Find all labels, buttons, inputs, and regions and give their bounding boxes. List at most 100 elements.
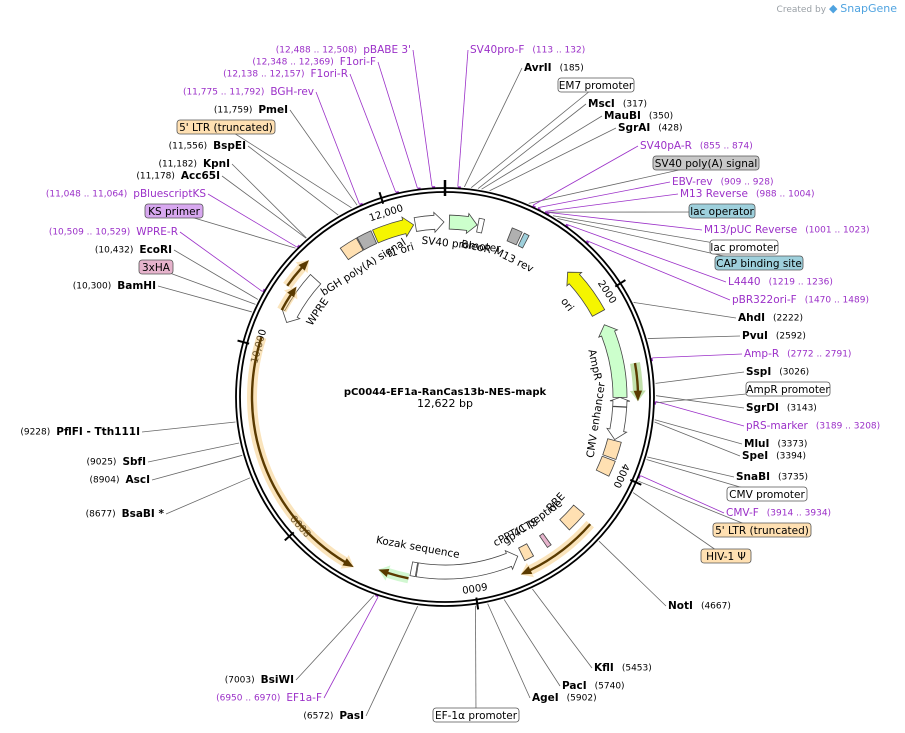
feature-cmv-promoter[interactable]: [602, 438, 622, 461]
label-pbluescriptks[interactable]: pBluescriptKS(11,048 .. 11,064): [46, 188, 206, 200]
label-amp-r-coords: (2772 .. 2791): [787, 350, 851, 360]
label-pbr322ori-f[interactable]: pBR322ori-F(1470 .. 1489): [732, 294, 869, 306]
label-ahdi[interactable]: AhdI(2222): [738, 312, 803, 324]
label-pasi[interactable]: PasI(6572): [303, 710, 364, 722]
primer-mark-label-pbluescriptks: [296, 244, 301, 249]
label-amp-r[interactable]: Amp-R(2772 .. 2791): [744, 348, 851, 360]
label-5ltr-truncated-b-text: 5' LTR (truncated): [715, 525, 809, 537]
leader-label-sgrai: [489, 127, 617, 192]
label-kfli[interactable]: KflI(5453): [594, 662, 652, 674]
feature-wpre[interactable]: [281, 273, 322, 323]
label-ks-primer[interactable]: KS primer: [144, 203, 204, 219]
label-spei[interactable]: SpeI(3394): [742, 450, 806, 462]
label-cmv-promoter-box: [726, 486, 808, 502]
label-sspi[interactable]: SspI(3026): [746, 366, 809, 378]
label-maubi[interactable]: MauBI(350): [604, 110, 673, 122]
label-5ltr-truncated[interactable]: 5' LTR (truncated): [176, 119, 276, 135]
feature-cds-outer-4[interactable]: [280, 286, 297, 311]
feature-bleor[interactable]: [476, 217, 486, 234]
label-pbr322ori-f-name: pBR322ori-F: [732, 294, 797, 306]
label-pbluescriptks-coords: (11,048 .. 11,064): [46, 190, 127, 200]
label-hiv1-psi[interactable]: HIV-1 Ψ: [700, 548, 752, 564]
label-asci[interactable]: AscI(8904): [90, 474, 150, 486]
label-sgrdi[interactable]: SgrDI(3143): [746, 402, 817, 414]
leader-label-hiv1-psi: [632, 492, 727, 558]
label-pflfi-tth111i[interactable]: PflFI - Tth111I(9228): [20, 426, 140, 438]
label-ecori[interactable]: EcoRI(10,432): [95, 244, 172, 256]
tick-4000: [629, 478, 642, 486]
label-ebv-rev[interactable]: EBV-rev(909 .. 928): [672, 176, 773, 188]
leader-label-asci: [151, 454, 243, 481]
label-pmei[interactable]: PmeI(11,759): [214, 104, 288, 116]
label-kpni-coords: (11,182): [158, 160, 197, 170]
label-sgrai[interactable]: SgrAI(428): [618, 122, 683, 134]
leader-label-pmei: [289, 109, 358, 206]
label-snabi[interactable]: SnaBI(3735): [736, 471, 808, 483]
label-sv40-polya[interactable]: SV40 poly(A) signal: [652, 155, 760, 171]
label-cap-binding-site[interactable]: CAP binding site: [714, 255, 804, 271]
label-pbabe-3[interactable]: pBABE 3'(12,488 .. 12,508): [276, 44, 411, 56]
feature-cmv-enhancer[interactable]: [606, 406, 628, 441]
feature-sv40-promoter[interactable]: [448, 212, 478, 235]
leader-label-pvui: [647, 335, 741, 339]
feature-cppt-cts[interactable]: [518, 543, 535, 562]
label-sspi-name: SspI: [746, 366, 771, 378]
feature-cds-outer-3[interactable]: [286, 260, 309, 287]
label-lac-promoter-text: lac promoter: [710, 242, 778, 254]
feature-ltr-5-truncated-b[interactable]: [595, 455, 616, 477]
label-m13-puc-reverse[interactable]: M13/pUC Reverse(1001 .. 1023): [704, 224, 869, 236]
label-l4440[interactable]: L4440(1219 .. 1236): [728, 276, 833, 288]
label-ef1a-promoter[interactable]: EF-1α promoter: [432, 707, 520, 723]
feature-rre[interactable]: [559, 504, 585, 531]
label-ef1a-f[interactable]: EF1a-F(6950 .. 6970): [216, 692, 322, 704]
label-pvui[interactable]: PvuI(2592): [742, 330, 806, 342]
label-sbfi[interactable]: SbfI(9025): [87, 456, 147, 468]
label-bsabi[interactable]: BsaBI *(8677): [86, 508, 165, 520]
feature-cds-outer-2[interactable]: [520, 523, 592, 575]
feature-ampr[interactable]: [598, 324, 628, 398]
label-3xha[interactable]: 3xHA: [138, 259, 174, 275]
label-f1ori-r[interactable]: F1ori-R(12,138 .. 12,157): [223, 68, 348, 80]
feature-ampr-promoter[interactable]: [609, 396, 631, 408]
label-ampr-promoter[interactable]: AmpR promoter: [745, 381, 831, 397]
feature-gp41-peptide[interactable]: [539, 532, 552, 548]
label-pacl[interactable]: PacI(5740): [562, 680, 625, 692]
label-cmv-promoter[interactable]: CMV promoter: [726, 486, 808, 502]
leader-label-f1ori-f: [377, 61, 418, 188]
label-kpni[interactable]: KpnI(11,182): [158, 158, 230, 170]
label-lac-promoter[interactable]: lac promoter: [709, 239, 779, 255]
label-acc65i[interactable]: Acc65I(11,178): [136, 170, 220, 182]
label-bspei[interactable]: BspEI(11,556): [169, 140, 246, 152]
label-3xha-box: [138, 259, 174, 275]
feature-ltr-5-truncated[interactable]: [356, 230, 378, 251]
feature-ori[interactable]: [566, 271, 606, 317]
label-lac-operator[interactable]: lac operator: [688, 203, 756, 219]
label-sv40pro-f-coords: (113 .. 132): [532, 46, 585, 56]
label-sv40pro-f[interactable]: SV40pro-F(113 .. 132): [470, 44, 585, 56]
label-m13-reverse[interactable]: M13 Reverse(988 .. 1004): [680, 188, 815, 200]
feature-em7-promoter[interactable]: [413, 211, 445, 234]
label-noti[interactable]: NotI(4667): [668, 600, 731, 612]
label-bamhi[interactable]: BamHI(10,300): [73, 280, 156, 292]
label-wpre-r[interactable]: WPRE-R(10,509 .. 10,529): [49, 226, 178, 238]
feature-ef1a-promoter[interactable]: [415, 549, 519, 580]
feature-kozak-sequence[interactable]: [409, 561, 419, 578]
label-cmv-f[interactable]: CMV-F(3914 .. 3934): [726, 507, 831, 519]
feature-cds-outer-1[interactable]: [633, 362, 643, 402]
feature-f1-ori[interactable]: [372, 216, 415, 244]
label-5ltr-truncated-b[interactable]: 5' LTR (truncated): [712, 522, 812, 538]
feature-m13-rev[interactable]: [517, 232, 530, 249]
label-f1ori-f[interactable]: F1ori-F(12,348 .. 12,369): [252, 56, 376, 68]
label-bsiwi[interactable]: BsiWI(7003): [225, 674, 294, 686]
feature-ncas-nls[interactable]: [378, 569, 409, 580]
label-avrii[interactable]: AvrII(185): [524, 62, 584, 74]
label-sv40pa-r[interactable]: SV40pA-R(855 .. 874): [640, 140, 753, 152]
label-em7-promoter[interactable]: EM7 promoter: [557, 77, 635, 93]
label-agei[interactable]: AgeI(5902): [532, 692, 597, 704]
label-bgh-rev[interactable]: BGH-rev(11,775 .. 11,792): [183, 86, 314, 98]
feature-bgh-polya[interactable]: [339, 237, 364, 261]
feature-sv40-polya[interactable]: [506, 227, 523, 246]
label-msci[interactable]: MscI(317): [588, 98, 647, 110]
label-mlui[interactable]: MluI(3373): [744, 438, 807, 450]
label-prs-marker[interactable]: pRS-marker(3189 .. 3208): [746, 420, 880, 432]
